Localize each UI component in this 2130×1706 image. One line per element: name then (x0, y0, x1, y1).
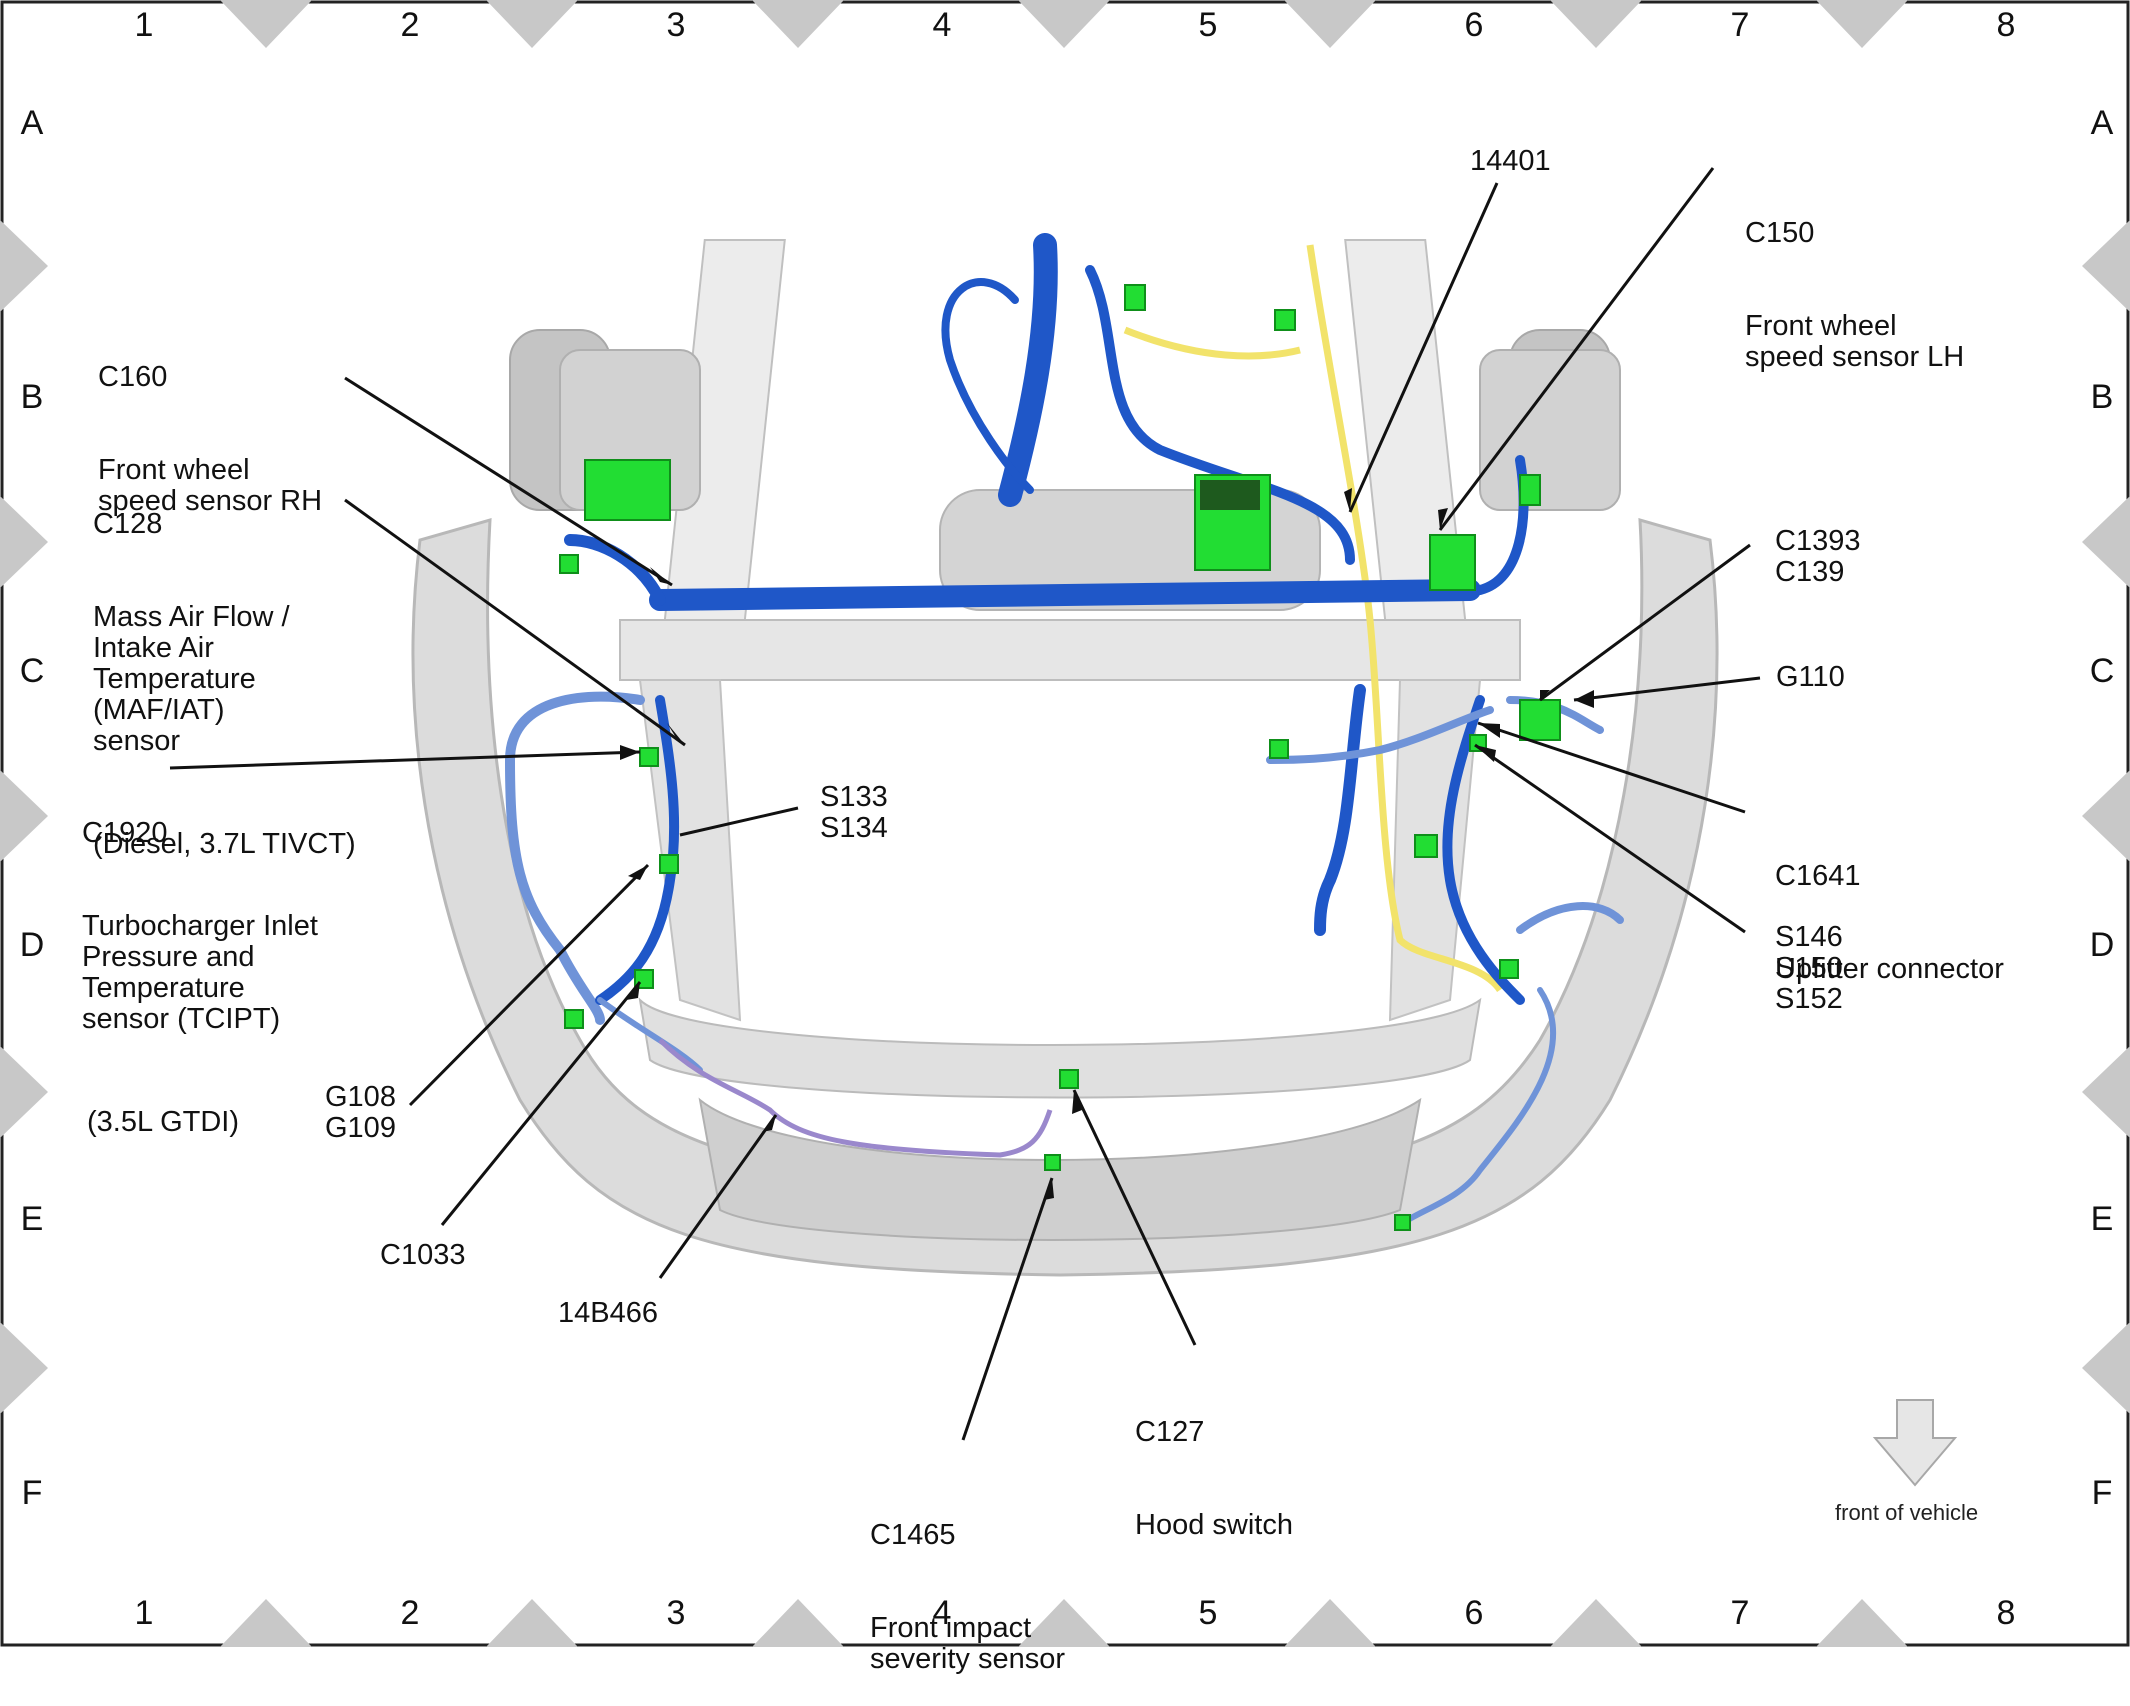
row-label-e-left: E (20, 1200, 44, 1238)
callout-c150: C150 Front wheel speed sensor LH (1745, 156, 1964, 404)
callout-c128-desc: Mass Air Flow / Intake Air Temperature (… (93, 601, 290, 757)
callout-c128-note: (Diesel, 3.7L TIVCT) (93, 828, 356, 860)
top-grid-markers (220, 0, 1908, 48)
callout-c1465-id: C1465 (870, 1519, 956, 1551)
row-label-b-right: B (2090, 378, 2114, 416)
row-label-d-right: D (2089, 926, 2115, 964)
callout-c1920: C1920 Turbocharger Inlet Pressure and Te… (82, 756, 318, 1169)
col-label-7-top: 7 (1730, 6, 1750, 44)
callout-c160: C160 Front wheel speed sensor RH (98, 300, 322, 548)
leader-arrowheads (620, 488, 1594, 1200)
callout-c1641: C1641 Upfitter connector (1775, 799, 2004, 1016)
callout-c127-desc: Hood switch (1135, 1509, 1293, 1541)
callout-c1465: C1465 Front impact severity sensor (870, 1458, 1065, 1706)
leader-lines (169, 167, 1761, 1441)
callout-c1920-desc: Turbocharger Inlet Pressure and Temperat… (82, 910, 318, 1035)
callout-s146-s150-s152: S146 S150 S152 (1775, 921, 1843, 1015)
row-label-d-left: D (19, 926, 45, 964)
bottom-grid-markers (220, 1599, 1908, 1647)
blue-harness (504, 233, 1624, 1228)
callout-c1641-desc: Upfitter connector (1775, 953, 2004, 985)
callout-c127: C127 Hood switch (1135, 1355, 1293, 1572)
col-label-6-bottom: 6 (1464, 1594, 1484, 1632)
purple-harness (658, 1038, 1053, 1158)
col-label-4-top: 4 (932, 6, 952, 44)
col-label-1-bottom: 1 (134, 1594, 154, 1632)
col-label-1-top: 1 (134, 6, 154, 44)
callout-c128-id: C128 (93, 508, 163, 540)
col-label-3-bottom: 3 (666, 1594, 686, 1632)
callout-c150-id: C150 (1745, 217, 1815, 249)
col-label-6-top: 6 (1464, 6, 1484, 44)
row-label-b-left: B (20, 378, 44, 416)
callout-14401: 14401 (1470, 145, 1551, 177)
col-label-2-top: 2 (400, 6, 420, 44)
callout-c128: C128 Mass Air Flow / Intake Air Temperat… (93, 447, 356, 891)
col-label-8-top: 8 (1996, 6, 2016, 44)
right-grid-markers (2082, 220, 2130, 1414)
callout-c1465-desc: Front impact severity sensor (870, 1612, 1066, 1675)
front-of-vehicle-label: front of vehicle (1835, 1500, 1979, 1525)
callout-s133-s134: S133 S134 (820, 781, 888, 844)
row-label-f-left: F (21, 1474, 43, 1512)
col-label-3-top: 3 (666, 6, 686, 44)
callout-c127-id: C127 (1135, 1416, 1205, 1448)
row-label-f-right: F (2091, 1474, 2113, 1512)
row-label-c-left: C (19, 652, 45, 690)
callout-c1641-id: C1641 (1775, 860, 1861, 892)
callout-c1033: C1033 (380, 1239, 466, 1271)
callout-g110: G110 (1776, 661, 1845, 693)
left-grid-markers (0, 220, 48, 1414)
callout-c1920-note: (3.5L GTDI) (87, 1106, 240, 1138)
row-label-a-right: A (2090, 104, 2114, 142)
col-label-8-bottom: 8 (1996, 1594, 2016, 1632)
front-arrow-icon (1872, 1399, 1958, 1487)
callout-c1920-id: C1920 (82, 817, 168, 849)
col-label-4-bottom: 4 (932, 1594, 952, 1632)
callout-g108-g109: G108 G109 (325, 1081, 396, 1144)
col-label-5-top: 5 (1198, 6, 1218, 44)
col-label-5-bottom: 5 (1198, 1594, 1218, 1632)
row-label-e-right: E (2090, 1200, 2114, 1238)
callout-c1393-c139: C1393 C139 (1775, 525, 1861, 588)
col-label-2-bottom: 2 (400, 1594, 420, 1632)
callout-14b466: 14B466 (558, 1297, 658, 1329)
row-label-a-left: A (20, 104, 44, 142)
wiring-diagram-frame (0, 0, 2130, 1647)
callout-c160-desc: Front wheel speed sensor RH (98, 454, 323, 517)
callout-c150-desc: Front wheel speed sensor LH (1745, 310, 1965, 373)
relay-box-dark (1200, 480, 1260, 510)
col-label-7-bottom: 7 (1730, 1594, 1750, 1632)
row-label-c-right: C (2089, 652, 2115, 690)
yellow-harness (1123, 244, 1503, 993)
callout-c160-id: C160 (98, 361, 168, 393)
